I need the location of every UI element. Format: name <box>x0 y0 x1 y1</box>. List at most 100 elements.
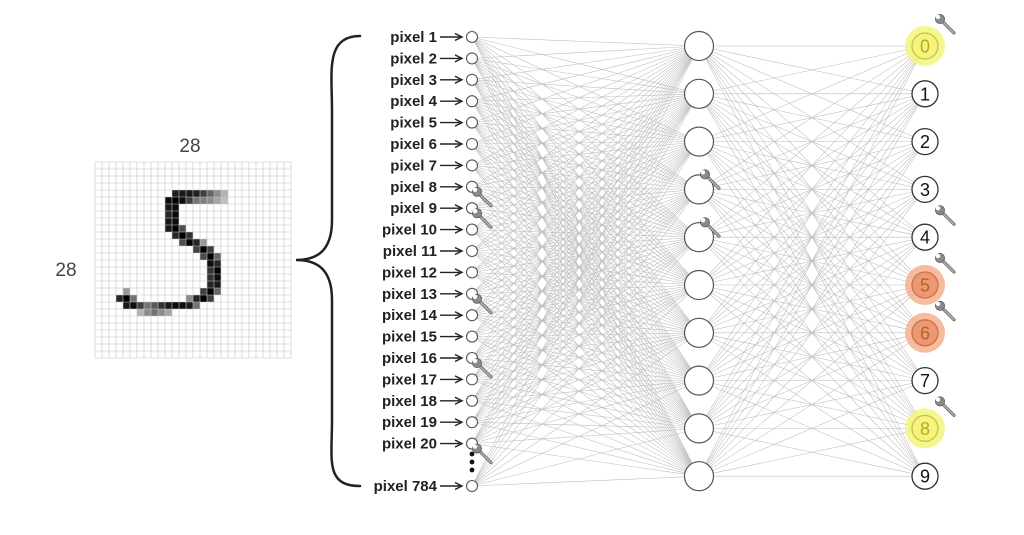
edge <box>471 250 700 381</box>
digit-pixel <box>123 295 130 302</box>
digit-pixel <box>186 232 193 239</box>
edge <box>471 421 700 477</box>
input-label: pixel 1 <box>390 29 437 46</box>
edge <box>471 236 700 337</box>
edge <box>471 100 700 238</box>
edge <box>698 189 926 477</box>
edge <box>471 284 700 402</box>
edge <box>471 45 700 230</box>
input-label: pixel 20 <box>382 436 437 453</box>
edge <box>471 93 700 401</box>
edge <box>471 336 700 477</box>
edge <box>471 165 700 429</box>
digit-pixel <box>214 274 221 281</box>
edge <box>471 101 700 381</box>
edge <box>471 189 700 423</box>
arrow-head <box>454 225 464 234</box>
edge <box>471 45 700 294</box>
edge <box>471 428 700 444</box>
edge <box>471 229 700 286</box>
edge <box>471 79 700 477</box>
input-label-last: pixel 784 <box>374 478 438 495</box>
output-label: 8 <box>920 419 930 439</box>
arrow-head <box>454 396 464 405</box>
edge <box>471 141 700 487</box>
edge <box>471 79 700 190</box>
edge <box>471 36 700 286</box>
edge <box>471 93 700 145</box>
edge <box>471 332 700 487</box>
digit-pixel <box>123 302 130 309</box>
digit-pixel <box>165 197 172 204</box>
input-label: pixel 14 <box>382 307 438 324</box>
edge <box>471 284 700 337</box>
edge <box>471 189 700 380</box>
digit-pixel <box>207 197 214 204</box>
digit-pixel <box>165 211 172 218</box>
digit-pixel <box>165 225 172 232</box>
hidden-node <box>683 317 715 348</box>
edge <box>471 186 700 381</box>
edge <box>471 236 700 316</box>
edge <box>471 58 700 429</box>
input-label: pixel 13 <box>382 286 437 303</box>
hidden-node <box>683 30 715 62</box>
edge <box>471 141 700 380</box>
edge <box>471 272 700 334</box>
digit-pixel <box>186 302 193 309</box>
edge <box>471 45 700 81</box>
edge <box>471 141 700 209</box>
edge <box>471 236 700 380</box>
edge <box>471 93 700 487</box>
edge <box>471 143 700 429</box>
edge <box>471 165 700 286</box>
edge <box>698 45 926 381</box>
output-node <box>911 223 939 251</box>
digit-pixel <box>200 288 207 295</box>
edge <box>471 45 700 188</box>
edge <box>471 93 700 209</box>
arrow-head <box>454 32 464 42</box>
edge <box>471 122 700 477</box>
edge <box>471 45 700 423</box>
edge <box>471 143 700 334</box>
wrench-icon <box>933 203 956 226</box>
digit-pixel <box>200 239 207 246</box>
edge <box>471 93 700 337</box>
digit-pixel <box>144 309 151 316</box>
digit-pixel <box>200 253 207 260</box>
digit-pixel <box>221 190 228 197</box>
input-node <box>465 52 479 65</box>
digit-pixel <box>151 309 158 316</box>
digit-pixel <box>207 260 214 267</box>
edge <box>471 236 700 444</box>
input-node <box>465 30 479 44</box>
edge <box>471 58 700 333</box>
digit-pixel <box>172 225 179 232</box>
edge <box>471 93 700 359</box>
edge <box>471 314 700 429</box>
edge <box>471 293 700 429</box>
output-node <box>911 32 939 60</box>
edge <box>471 93 700 123</box>
edge <box>471 236 700 359</box>
edge <box>471 45 700 487</box>
edge <box>471 141 700 145</box>
input-label: pixel 16 <box>382 350 437 367</box>
edge <box>471 143 700 286</box>
edge <box>471 141 700 188</box>
digit-pixel <box>207 253 214 260</box>
edge <box>471 272 700 381</box>
edge <box>471 272 700 477</box>
edge <box>471 380 700 423</box>
digit-pixel <box>179 225 186 232</box>
input-node <box>465 394 479 407</box>
edge <box>471 93 700 252</box>
input-label: pixel 4 <box>390 93 437 110</box>
digit-pixel <box>214 281 221 288</box>
edge <box>471 45 700 102</box>
edge <box>471 443 700 477</box>
edge <box>471 141 700 401</box>
edge <box>471 189 700 487</box>
edge <box>471 45 700 337</box>
